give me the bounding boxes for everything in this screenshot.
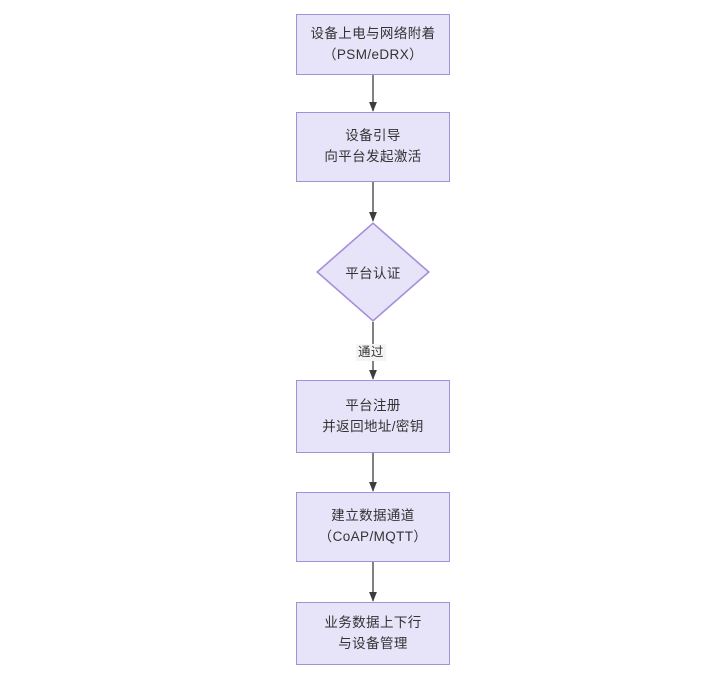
node-platform-register[interactable]: 平台注册 并返回地址/密钥 [296, 380, 450, 453]
node-data-channel-line-2: （CoAP/MQTT） [318, 529, 428, 544]
node-power-on-line-1: 设备上电与网络附着 [310, 25, 436, 41]
edge-label-pass: 通过 [356, 344, 386, 361]
node-power-on[interactable]: 设备上电与网络附着 （PSM/eDRX） [296, 14, 450, 75]
node-bootstrap-line-1: 设备引导 [345, 128, 401, 144]
node-bootstrap[interactable]: 设备引导 向平台发起激活 [296, 112, 450, 182]
node-data-channel[interactable]: 建立数据通道 （CoAP/MQTT） [296, 492, 450, 562]
node-bootstrap-line-2: 向平台发起激活 [324, 149, 422, 164]
node-data-channel-line-1: 建立数据通道 [331, 508, 415, 524]
node-power-on-line-2: （PSM/eDRX） [322, 46, 424, 62]
node-business-data-line-2: 与设备管理 [338, 635, 408, 651]
node-platform-auth-label: 平台认证 [345, 266, 401, 281]
diamond-shape [316, 222, 430, 322]
node-platform-register-line-2: 并返回地址/密钥 [322, 418, 424, 434]
node-business-data-line-1: 业务数据上下行 [324, 614, 422, 630]
node-platform-register-line-1: 平台注册 [345, 397, 401, 413]
node-platform-auth[interactable]: 平台认证 [316, 222, 430, 322]
node-business-data[interactable]: 业务数据上下行 与设备管理 [296, 602, 450, 665]
